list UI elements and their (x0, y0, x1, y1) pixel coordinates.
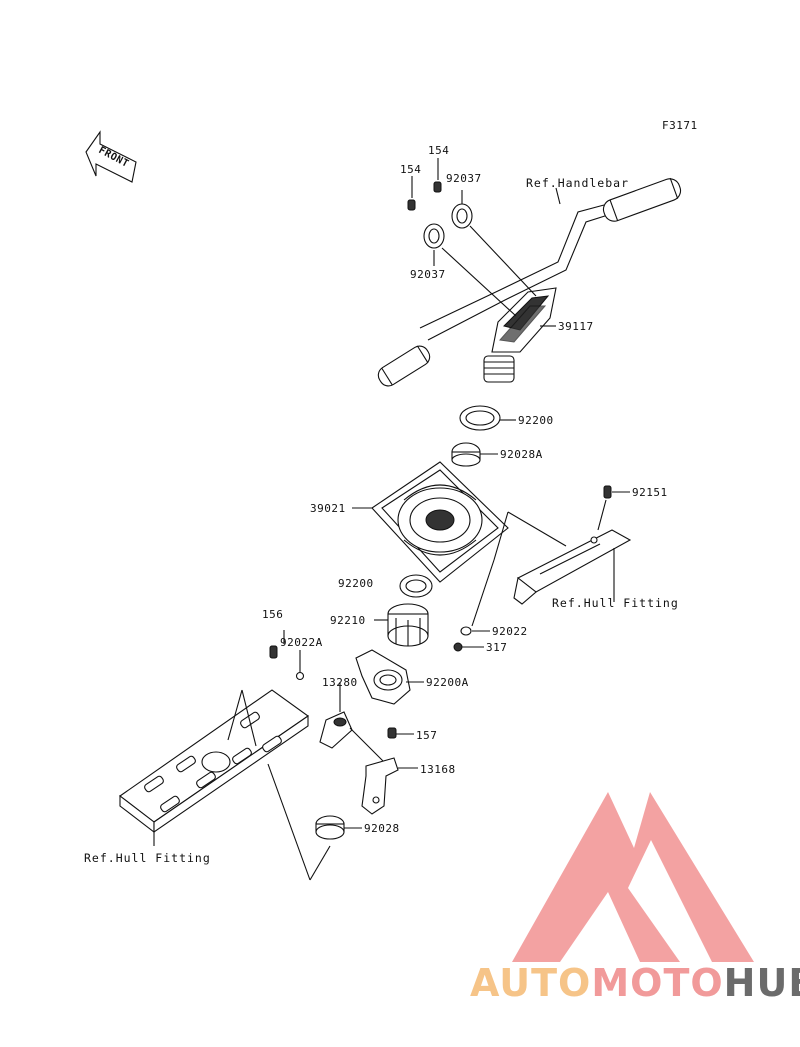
label-92151: 92151 (632, 486, 668, 499)
label-39117: 39117 (558, 320, 594, 333)
nut-92022 (460, 626, 472, 636)
label-92022: 92022 (492, 625, 528, 638)
arm-13168 (361, 757, 399, 815)
label-13280: 13280 (322, 676, 358, 689)
ring-92200-upper (459, 405, 501, 431)
label-92210: 92210 (330, 614, 366, 627)
bolt-92151 (603, 485, 612, 499)
label-157: 157 (416, 729, 437, 742)
hull-fitting-left (119, 689, 309, 834)
label-13168: 13168 (420, 763, 456, 776)
watermark-logo: AUTOMOTOHUB (470, 792, 800, 1005)
lever-13280 (319, 711, 353, 749)
label-92028A: 92028A (500, 448, 543, 461)
figure-id: F3171 (662, 119, 698, 132)
clamp-92037-upper (451, 203, 473, 229)
ring-92028 (315, 815, 345, 840)
nut-92022A (295, 671, 305, 681)
logo-text-moto: MOTO (591, 961, 723, 1005)
handlebar (377, 177, 682, 387)
label-92037-upper: 92037 (446, 172, 482, 185)
hull-fitting-right (513, 529, 632, 605)
boot-plate-39021 (371, 461, 509, 583)
bracket-92200A (355, 649, 411, 705)
washer-317 (453, 642, 463, 652)
label-ref-handlebar: Ref.Handlebar (526, 176, 629, 190)
bolt-156 (269, 645, 278, 659)
label-ref-hull-fitting-right: Ref.Hull Fitting (552, 596, 679, 610)
logo-text-auto: AUTO (470, 961, 591, 1005)
label-92037-lower: 92037 (410, 268, 446, 281)
bolt-154-left (407, 199, 416, 211)
label-92022A: 92022A (280, 636, 323, 649)
label-92200A: 92200A (426, 676, 469, 689)
ring-92200-lower (399, 574, 433, 598)
logo-mark (512, 792, 754, 962)
svg-text:AUTOMOTOHUB: AUTOMOTOHUB (470, 961, 800, 1005)
label-154-left: 154 (400, 163, 421, 176)
ring-92028A (451, 442, 481, 467)
label-154-right: 154 (428, 144, 449, 157)
bolt-154-right (433, 181, 442, 193)
front-arrow-icon: FRONT (85, 130, 137, 183)
label-92028: 92028 (364, 822, 400, 835)
label-156: 156 (262, 608, 283, 621)
logo-text-hub: HUB (724, 961, 800, 1005)
label-92200-lower: 92200 (338, 577, 374, 590)
label-317: 317 (486, 641, 507, 654)
bolt-157 (387, 727, 397, 739)
clamp-92037-lower (423, 223, 445, 249)
label-39021: 39021 (310, 502, 346, 515)
label-ref-hull-fitting-left: Ref.Hull Fitting (84, 851, 211, 865)
label-92200-upper: 92200 (518, 414, 554, 427)
gear-92210 (387, 603, 429, 647)
steering-holder-39117 (483, 287, 557, 383)
